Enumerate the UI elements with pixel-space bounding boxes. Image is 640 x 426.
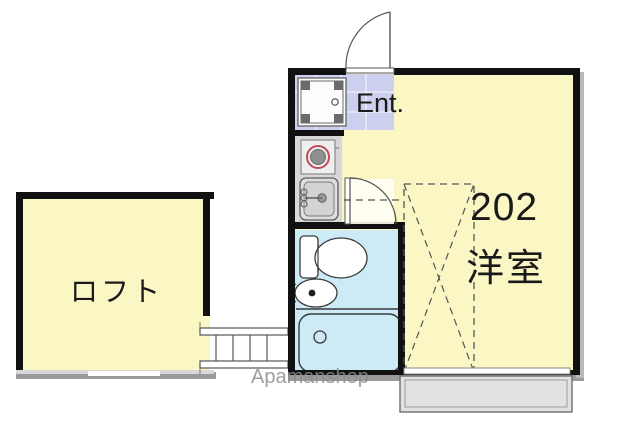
entrance-label: Ent. xyxy=(356,88,405,118)
watermark-text: Apamanshop xyxy=(251,366,369,388)
loft-label: ロフト xyxy=(70,276,164,307)
bathroom-door-icon xyxy=(344,177,397,225)
shoe-cabinet-icon xyxy=(297,77,347,127)
bathtub-icon xyxy=(296,308,402,373)
balcony-area xyxy=(399,367,573,413)
toilet-icon xyxy=(299,235,368,279)
entrance-door-icon xyxy=(345,11,395,74)
unit-number-label: 202 xyxy=(470,186,539,229)
kitchen-sink-icon xyxy=(299,177,339,221)
room-type-label: 洋室 xyxy=(466,248,547,290)
loft-room xyxy=(16,192,214,376)
stove-icon xyxy=(300,139,339,175)
